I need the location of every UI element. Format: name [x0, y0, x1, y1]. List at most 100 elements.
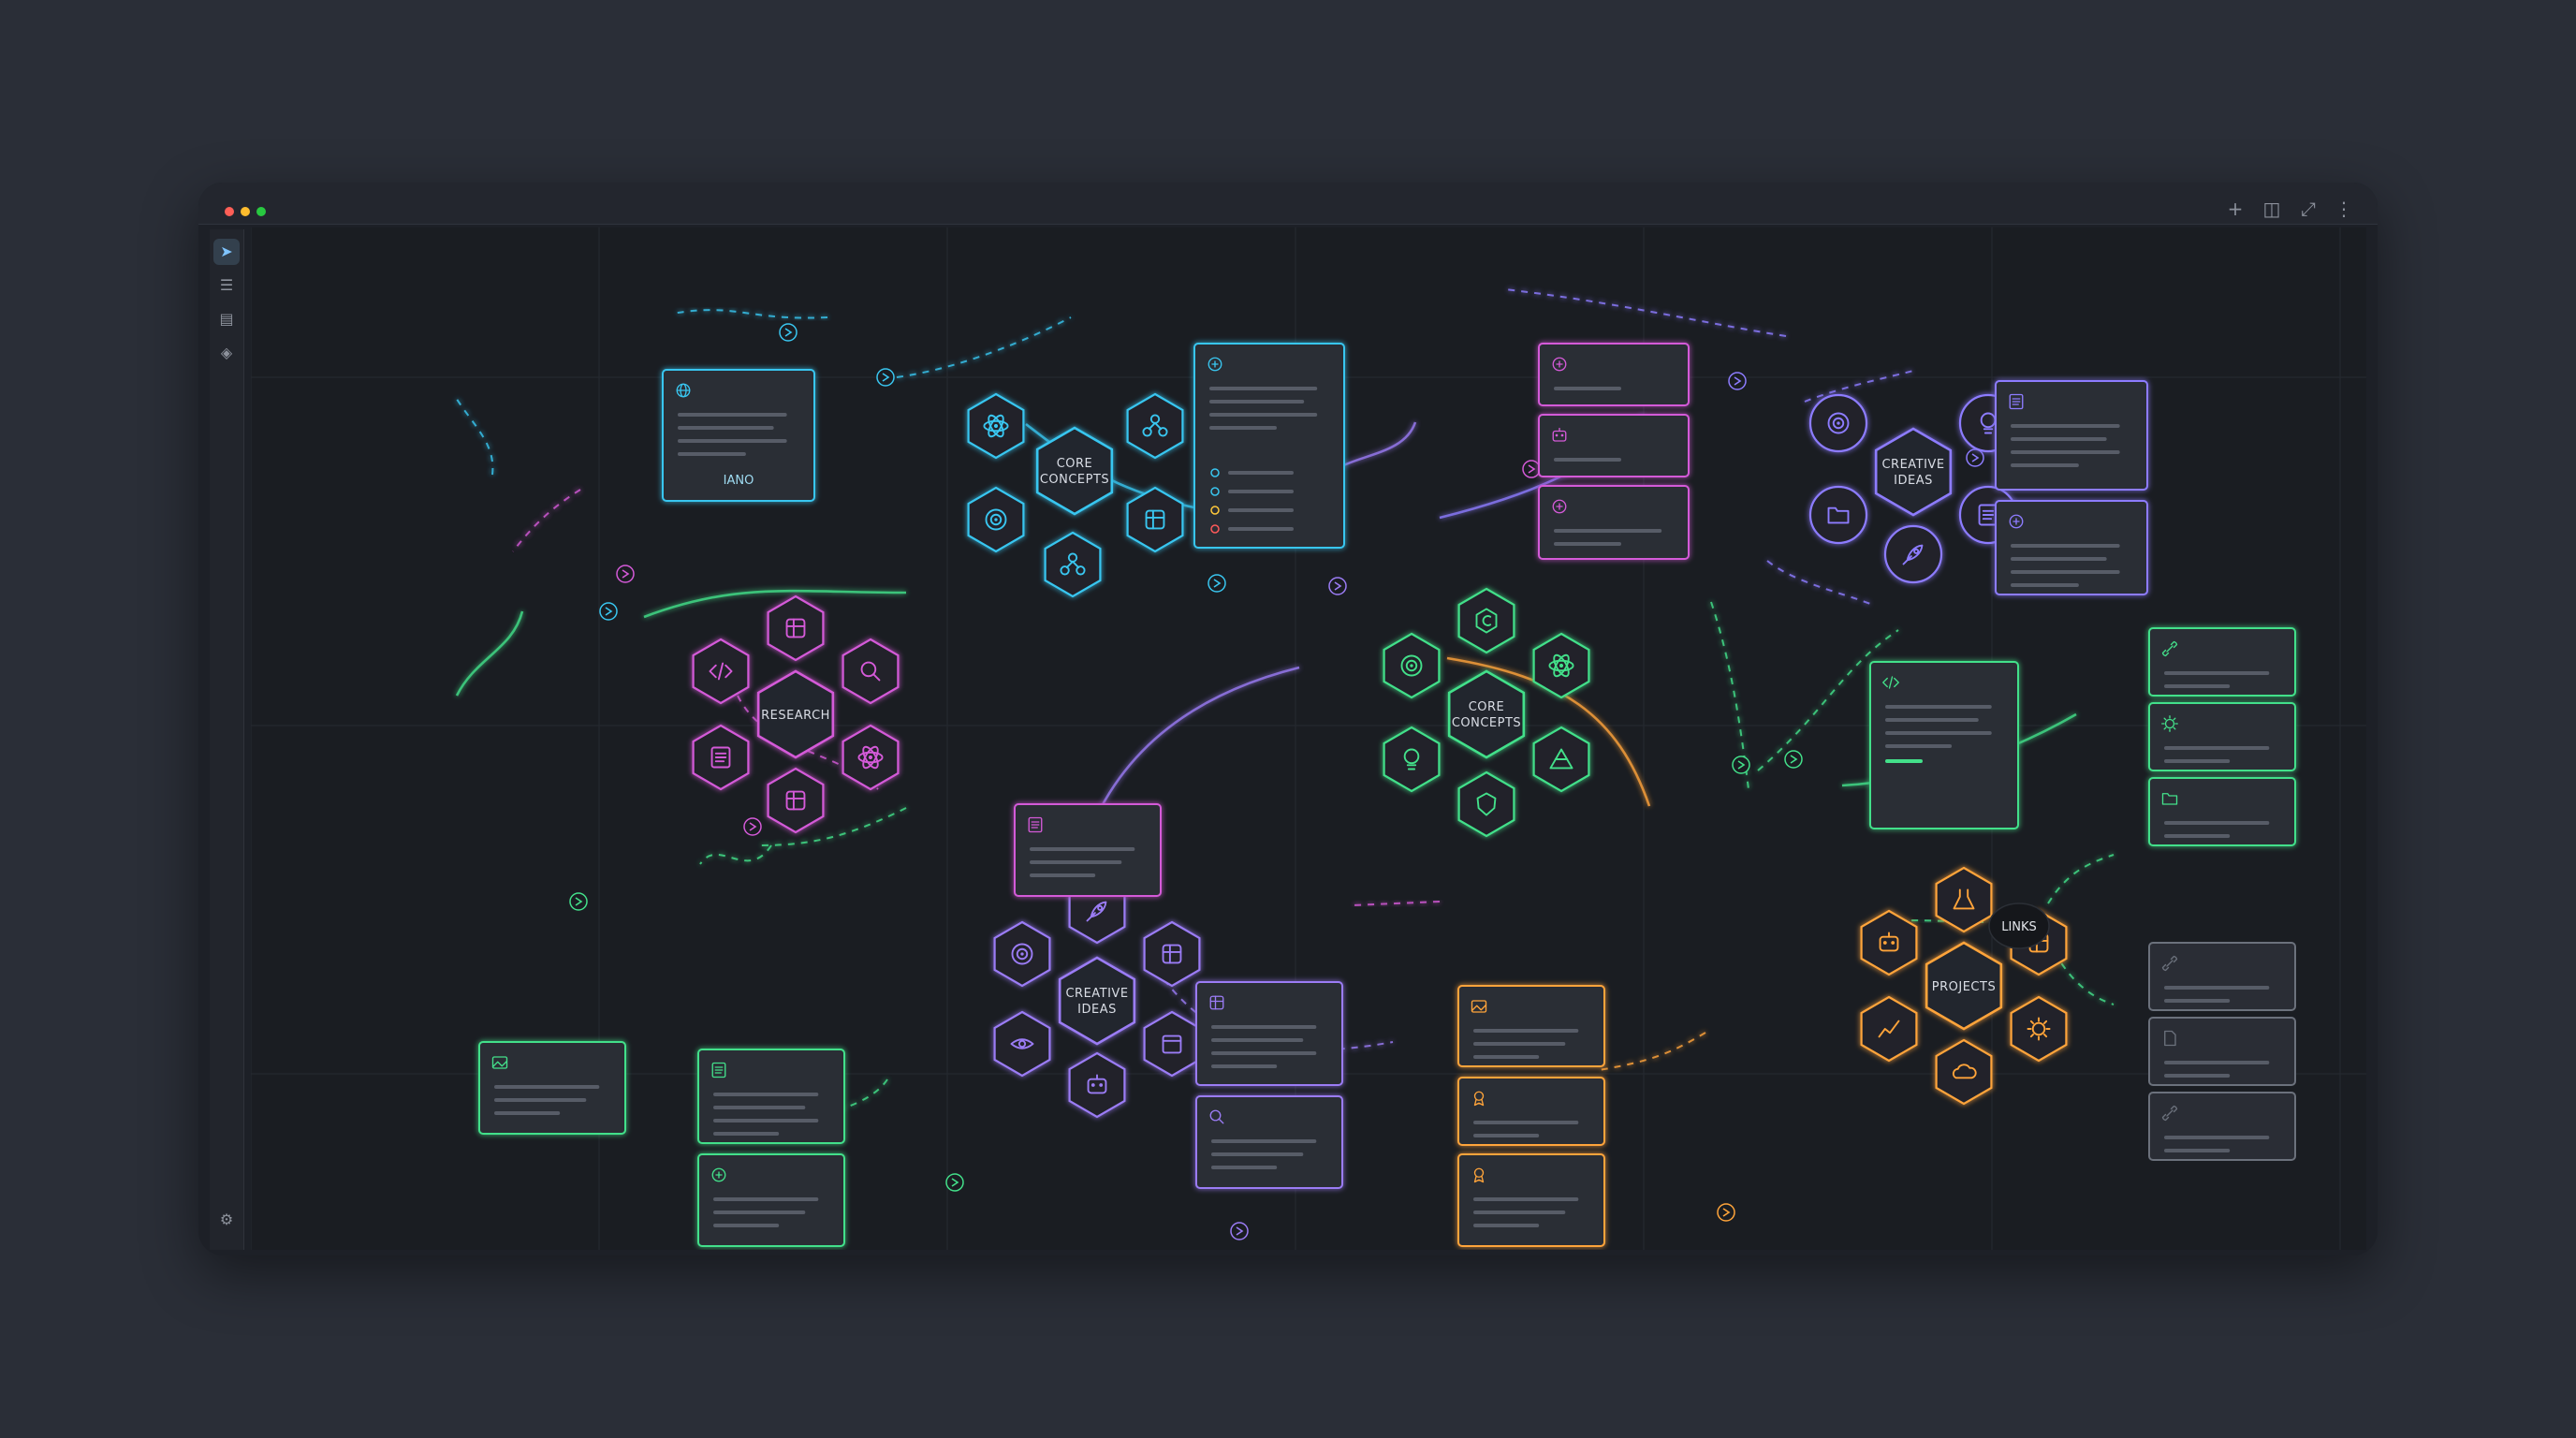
cluster-hub[interactable] [1447, 669, 1526, 759]
settings-icon[interactable]: ⚙ [219, 1211, 234, 1228]
shield-icon[interactable] [1457, 770, 1515, 838]
card-or-2[interactable] [1457, 1077, 1605, 1146]
cube-icon[interactable] [767, 594, 825, 662]
add-icon[interactable]: + [2227, 198, 2244, 220]
card-grey-link-1[interactable] [2148, 942, 2296, 1011]
list-tool[interactable]: ☰ [219, 276, 234, 294]
team-icon[interactable] [1860, 909, 1918, 976]
search-icon[interactable] [842, 638, 900, 705]
cloud-icon[interactable] [1935, 1038, 1993, 1106]
card-vi-1[interactable] [1995, 380, 2148, 491]
card-ci-2[interactable] [1195, 1095, 1343, 1189]
code-icon[interactable] [692, 638, 750, 705]
close-window-button[interactable] [225, 207, 234, 216]
cluster-hub[interactable] [1925, 941, 2003, 1031]
card-checklist[interactable] [1193, 343, 1345, 549]
conn-creative-to-green2 [759, 807, 907, 846]
card-vi-2[interactable] [1995, 500, 2148, 595]
rocket-icon[interactable] [1883, 524, 1943, 584]
target-icon[interactable] [993, 920, 1051, 988]
card-gr-3[interactable] [697, 1153, 845, 1247]
cluster-label: CREATIVE [1065, 987, 1128, 1001]
card-or-1[interactable] [1457, 985, 1605, 1067]
info-icon [1552, 357, 1567, 372]
connector-arrow-badge [1328, 577, 1347, 595]
atom-icon[interactable] [967, 392, 1025, 460]
split-view-icon[interactable]: ◫ [2262, 198, 2281, 220]
folder-icon [2161, 793, 2178, 805]
eye-icon[interactable] [993, 1010, 1051, 1078]
list-icon [711, 1062, 726, 1078]
conn-links-to-l3 [2047, 940, 2115, 1005]
cluster-research[interactable]: RESEARCH [692, 594, 900, 834]
zoom-window-button[interactable] [256, 207, 266, 216]
card-gr-2[interactable] [697, 1049, 845, 1144]
expand-icon[interactable]: ⤢ [2301, 198, 2316, 220]
card-or-3[interactable] [1457, 1153, 1605, 1247]
connector-arrow-badge [1732, 756, 1750, 774]
cycle-icon[interactable] [967, 486, 1025, 553]
connector-arrow-badge [743, 817, 762, 836]
gauge-icon[interactable] [1808, 393, 1868, 453]
links-node[interactable]: LINKS [1988, 902, 2050, 949]
card-lano[interactable]: IANO [662, 369, 815, 502]
card-grey-file[interactable] [2148, 1017, 2296, 1086]
cluster-hub[interactable] [1035, 426, 1114, 516]
calendar-icon[interactable] [1143, 1010, 1201, 1078]
cube2-icon[interactable] [767, 767, 825, 834]
card-mag-3[interactable] [1538, 485, 1690, 560]
card-code[interactable] [1869, 661, 2019, 829]
robot-icon[interactable] [1068, 1051, 1126, 1119]
cluster-hub[interactable] [1058, 956, 1136, 1046]
pointer-tool[interactable]: ➤ [213, 239, 240, 265]
folder-icon[interactable] [1808, 485, 1868, 545]
chart-icon[interactable] [1860, 995, 1918, 1063]
chip-icon[interactable] [1126, 486, 1184, 553]
atom-icon[interactable] [842, 724, 900, 791]
card-link-1[interactable] [2148, 627, 2296, 697]
hub-icon[interactable] [1044, 531, 1102, 598]
file-icon [2164, 1030, 2176, 1047]
card-placeholder-lines [1554, 387, 1621, 390]
card-ci-1[interactable] [1195, 981, 1343, 1086]
card-placeholder-lines [1473, 1197, 1579, 1227]
conn-research-to-iano [454, 395, 494, 476]
conn-creative-to-green [643, 589, 907, 619]
grid-icon[interactable] [1143, 920, 1201, 988]
flask-icon[interactable] [1935, 866, 1993, 933]
card-placeholder-lines [1030, 847, 1135, 877]
conn-projects-to-code [1757, 629, 1899, 771]
book-tool[interactable]: ▤ [219, 310, 234, 328]
card-research-note[interactable] [1014, 803, 1162, 897]
minimize-window-button[interactable] [241, 207, 250, 216]
edit-icon [1552, 499, 1567, 514]
doc-icon[interactable] [692, 724, 750, 791]
atom-icon[interactable] [1532, 632, 1590, 699]
card-gr-1[interactable] [478, 1041, 626, 1135]
card-folder[interactable] [2148, 777, 2296, 846]
connector-arrow-badge [779, 323, 798, 342]
connector-arrow-badge [1966, 448, 1984, 467]
pyramid-icon[interactable] [1532, 726, 1590, 793]
cluster-hub[interactable] [756, 669, 835, 759]
network-icon[interactable] [1126, 392, 1184, 460]
layers-tool[interactable]: ◈ [220, 344, 233, 361]
more-icon[interactable]: ⋮ [2334, 198, 2353, 220]
card-sun[interactable] [2148, 702, 2296, 771]
cluster-hub[interactable] [1874, 427, 1953, 517]
target-icon[interactable] [1383, 632, 1441, 699]
gear-icon[interactable] [2010, 995, 2068, 1063]
card-mag-2[interactable] [1538, 414, 1690, 477]
card-grey-link-2[interactable] [2148, 1092, 2296, 1161]
image-icon [1471, 1000, 1487, 1013]
bulb-icon[interactable] [1383, 726, 1441, 793]
copyright-icon[interactable] [1457, 587, 1515, 654]
cluster-projects[interactable]: PROJECTS [1860, 866, 2068, 1106]
card-mag-1[interactable] [1538, 343, 1690, 406]
globe-icon [676, 383, 691, 398]
